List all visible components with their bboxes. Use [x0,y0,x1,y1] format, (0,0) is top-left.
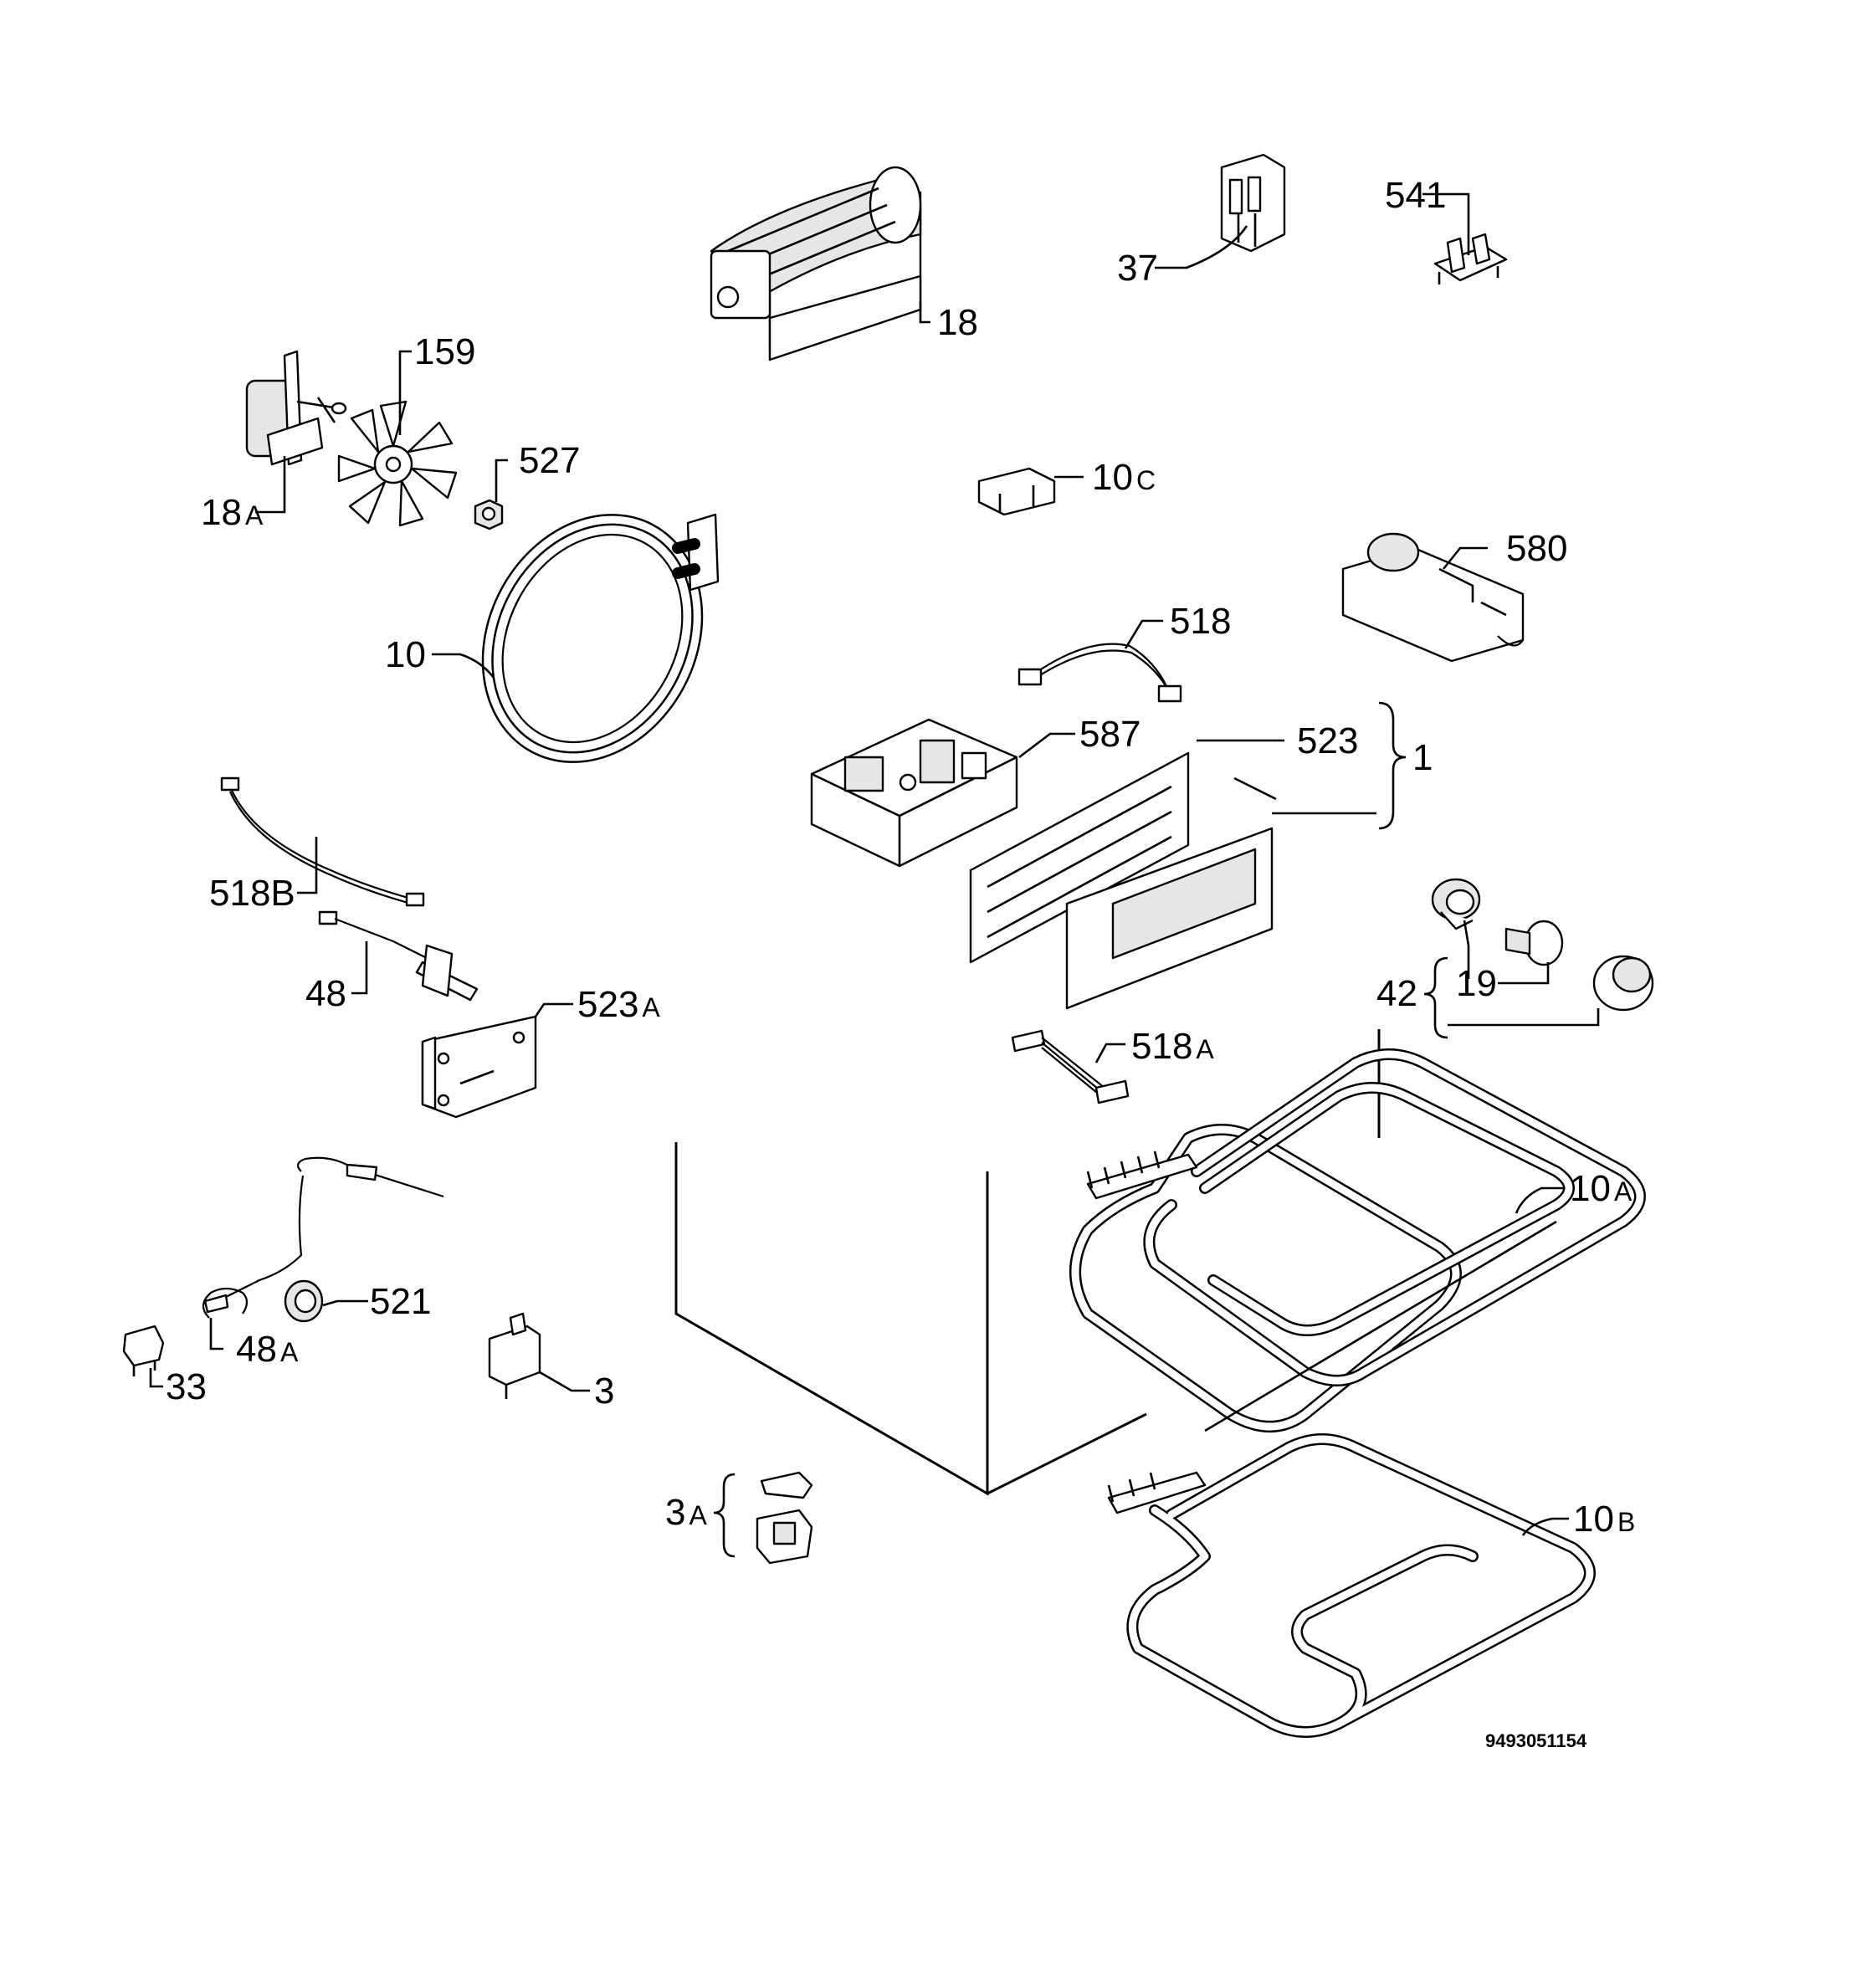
fan-blades [337,400,458,527]
svg-text:10A: 10A [1570,1168,1633,1209]
callout-10C: 10 [1092,457,1133,498]
callout-518: 518 [1170,601,1231,642]
svg-text:19: 19 [1456,963,1497,1004]
callout-19: 19 [1456,963,1497,1004]
svg-text:541: 541 [1385,175,1446,216]
callout-527: 527 [519,440,580,481]
callout-18: 18 [937,302,978,343]
callout-18A-suffix: A [245,500,264,530]
callout-518A-suffix: A [1196,1034,1214,1064]
callout-523A-suffix: A [642,992,660,1022]
callout-3: 3 [594,1371,614,1412]
callout-523: 523 [1297,720,1358,761]
leader-lines [149,192,1600,1536]
callout-587: 587 [1079,714,1140,755]
part-18A-fan-motor [245,350,347,466]
svg-text:42: 42 [1376,973,1417,1014]
part-tangential-fan [710,166,922,361]
part-518B-cable [220,776,425,907]
callout-3A: 3 [665,1492,685,1533]
callout-523A: 523 [577,984,638,1025]
part-42-lamp-assembly [1431,878,1654,1012]
svg-text:18A: 18A [201,492,264,533]
part-587-power-board [810,718,1018,868]
callout-18A: 18 [201,492,242,533]
part-541-connector [1433,233,1508,284]
svg-text:3: 3 [594,1371,614,1412]
part-display-module [1065,827,1274,1010]
svg-text:518: 518 [1170,601,1231,642]
callout-48: 48 [305,973,346,1014]
diagram-code: 9493051154 [1485,1730,1587,1751]
callout-1: 1 [1412,737,1433,778]
callout-10B: 10 [1573,1499,1614,1540]
part-527-nut [474,499,504,530]
callout-10A: 10 [1570,1168,1611,1209]
callout-10: 10 [385,634,426,675]
part-3A-switch-pair [756,1471,813,1565]
svg-text:527: 527 [519,440,580,481]
svg-text:10C: 10C [1092,457,1156,498]
callout-33: 33 [166,1366,207,1407]
part-10B-bottom-element [1107,1433,1596,1738]
callout-10C-suffix: C [1136,465,1156,495]
part-159-fan-blade [337,400,458,527]
svg-text:33: 33 [166,1366,207,1407]
callout-10B-suffix: B [1617,1507,1635,1537]
callout-3A-suffix: A [689,1500,707,1530]
part-37-switch [1220,153,1286,253]
part-523A-bracket [421,1015,537,1119]
svg-text:37: 37 [1117,248,1158,289]
svg-text:159: 159 [414,331,475,372]
svg-text:10: 10 [385,634,426,675]
part-thermostat-assembly [122,1156,444,1376]
callout-42: 42 [1376,973,1417,1014]
part-10C-bracket [977,467,1056,516]
part-518A-ribbon [1011,1029,1130,1104]
callout-48A-suffix: A [280,1337,299,1367]
callout-518A: 518 [1131,1026,1192,1067]
svg-text:580: 580 [1506,528,1567,569]
callout-580: 580 [1506,528,1567,569]
part-10-circular-element [481,513,720,763]
callout-10A-suffix: A [1614,1176,1633,1207]
svg-text:48: 48 [305,973,346,1014]
part-3-door-switch [488,1312,541,1399]
svg-text:521: 521 [370,1281,431,1322]
svg-text:523: 523 [1297,720,1358,761]
group-braces [713,701,1448,1558]
callout-541: 541 [1385,175,1446,216]
part-518-harness [1017,643,1182,703]
part-10A-grill-element [1069,1048,1646,1432]
svg-text:1: 1 [1412,737,1433,778]
callout-37: 37 [1117,248,1158,289]
callout-159: 159 [414,331,475,372]
part-523-control-board [969,751,1277,964]
svg-text:3A: 3A [665,1492,707,1533]
callout-48A: 48 [236,1329,277,1370]
part-48-sensor [318,910,479,1002]
svg-text:10B: 10B [1573,1499,1635,1540]
callout-521: 521 [370,1281,431,1322]
svg-text:518B: 518B [209,873,295,914]
callout-518B: 518B [209,873,295,914]
svg-text:18: 18 [937,302,978,343]
svg-text:587: 587 [1079,714,1140,755]
svg-text:48A: 48A [236,1329,299,1370]
part-580-timer [1341,532,1525,663]
